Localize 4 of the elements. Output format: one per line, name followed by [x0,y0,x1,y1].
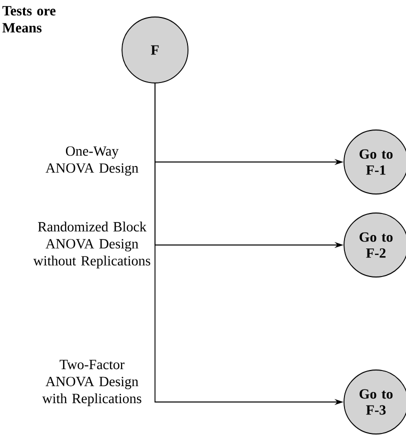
edge-label: Two-Factor ANOVA Design with Replications [42,360,142,406]
edge-label: One-Way ANOVA Design [46,146,138,176]
heading-text: Tests ore Means [2,6,56,32]
edge-label: Randomized Block ANOVA Design without Replications [33,222,150,268]
